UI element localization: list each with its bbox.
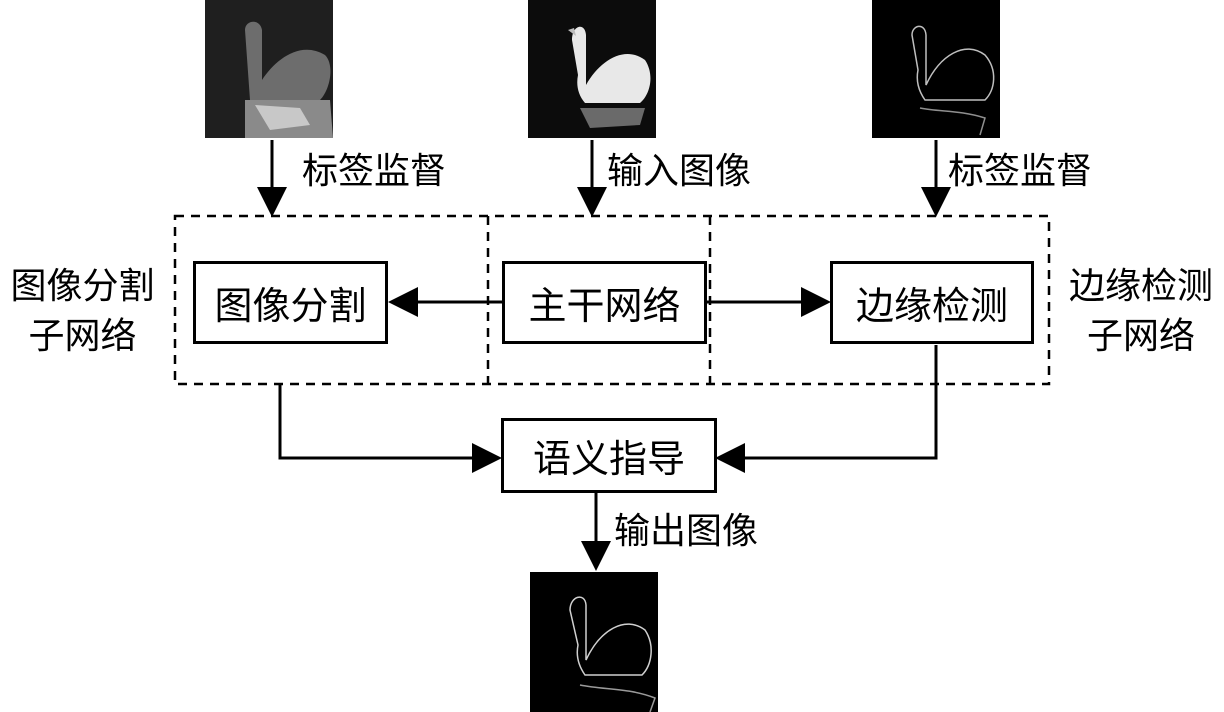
segmentation-box: 图像分割 bbox=[193, 261, 388, 344]
merge-arrows bbox=[278, 345, 938, 571]
output-image bbox=[530, 572, 658, 712]
top-center-label: 输入图像 bbox=[607, 151, 752, 192]
top-left-label: 标签监督 bbox=[302, 151, 447, 192]
backbone-box: 主干网络 bbox=[502, 261, 707, 344]
semantic-guidance-box: 语义指导 bbox=[501, 418, 717, 493]
backbone-box-label: 主干网络 bbox=[528, 284, 681, 328]
dashed-regions bbox=[173, 214, 1051, 386]
right-subnetwork-line2: 子网络 bbox=[1086, 316, 1195, 357]
left-subnetwork-line1: 图像分割 bbox=[10, 266, 155, 307]
right-subnetwork-line1: 边缘检测 bbox=[1068, 266, 1213, 307]
left-subnetwork-line2: 子网络 bbox=[28, 316, 137, 357]
segmentation-label-image bbox=[205, 0, 333, 138]
edge-detection-box-label: 边缘检测 bbox=[855, 284, 1008, 328]
segmentation-box-label: 图像分割 bbox=[214, 284, 367, 328]
left-subnetwork-label: 图像分割 子网络 bbox=[0, 262, 165, 362]
top-right-label: 标签监督 bbox=[948, 151, 1093, 192]
output-label: 输出图像 bbox=[614, 511, 759, 552]
right-subnetwork-label: 边缘检测 子网络 bbox=[1058, 262, 1224, 362]
top-arrows bbox=[257, 140, 951, 217]
edge-detection-box: 边缘检测 bbox=[830, 261, 1034, 344]
input-image bbox=[528, 0, 656, 138]
edge-label-image bbox=[872, 0, 1000, 138]
semantic-guidance-box-label: 语义指导 bbox=[532, 437, 685, 481]
